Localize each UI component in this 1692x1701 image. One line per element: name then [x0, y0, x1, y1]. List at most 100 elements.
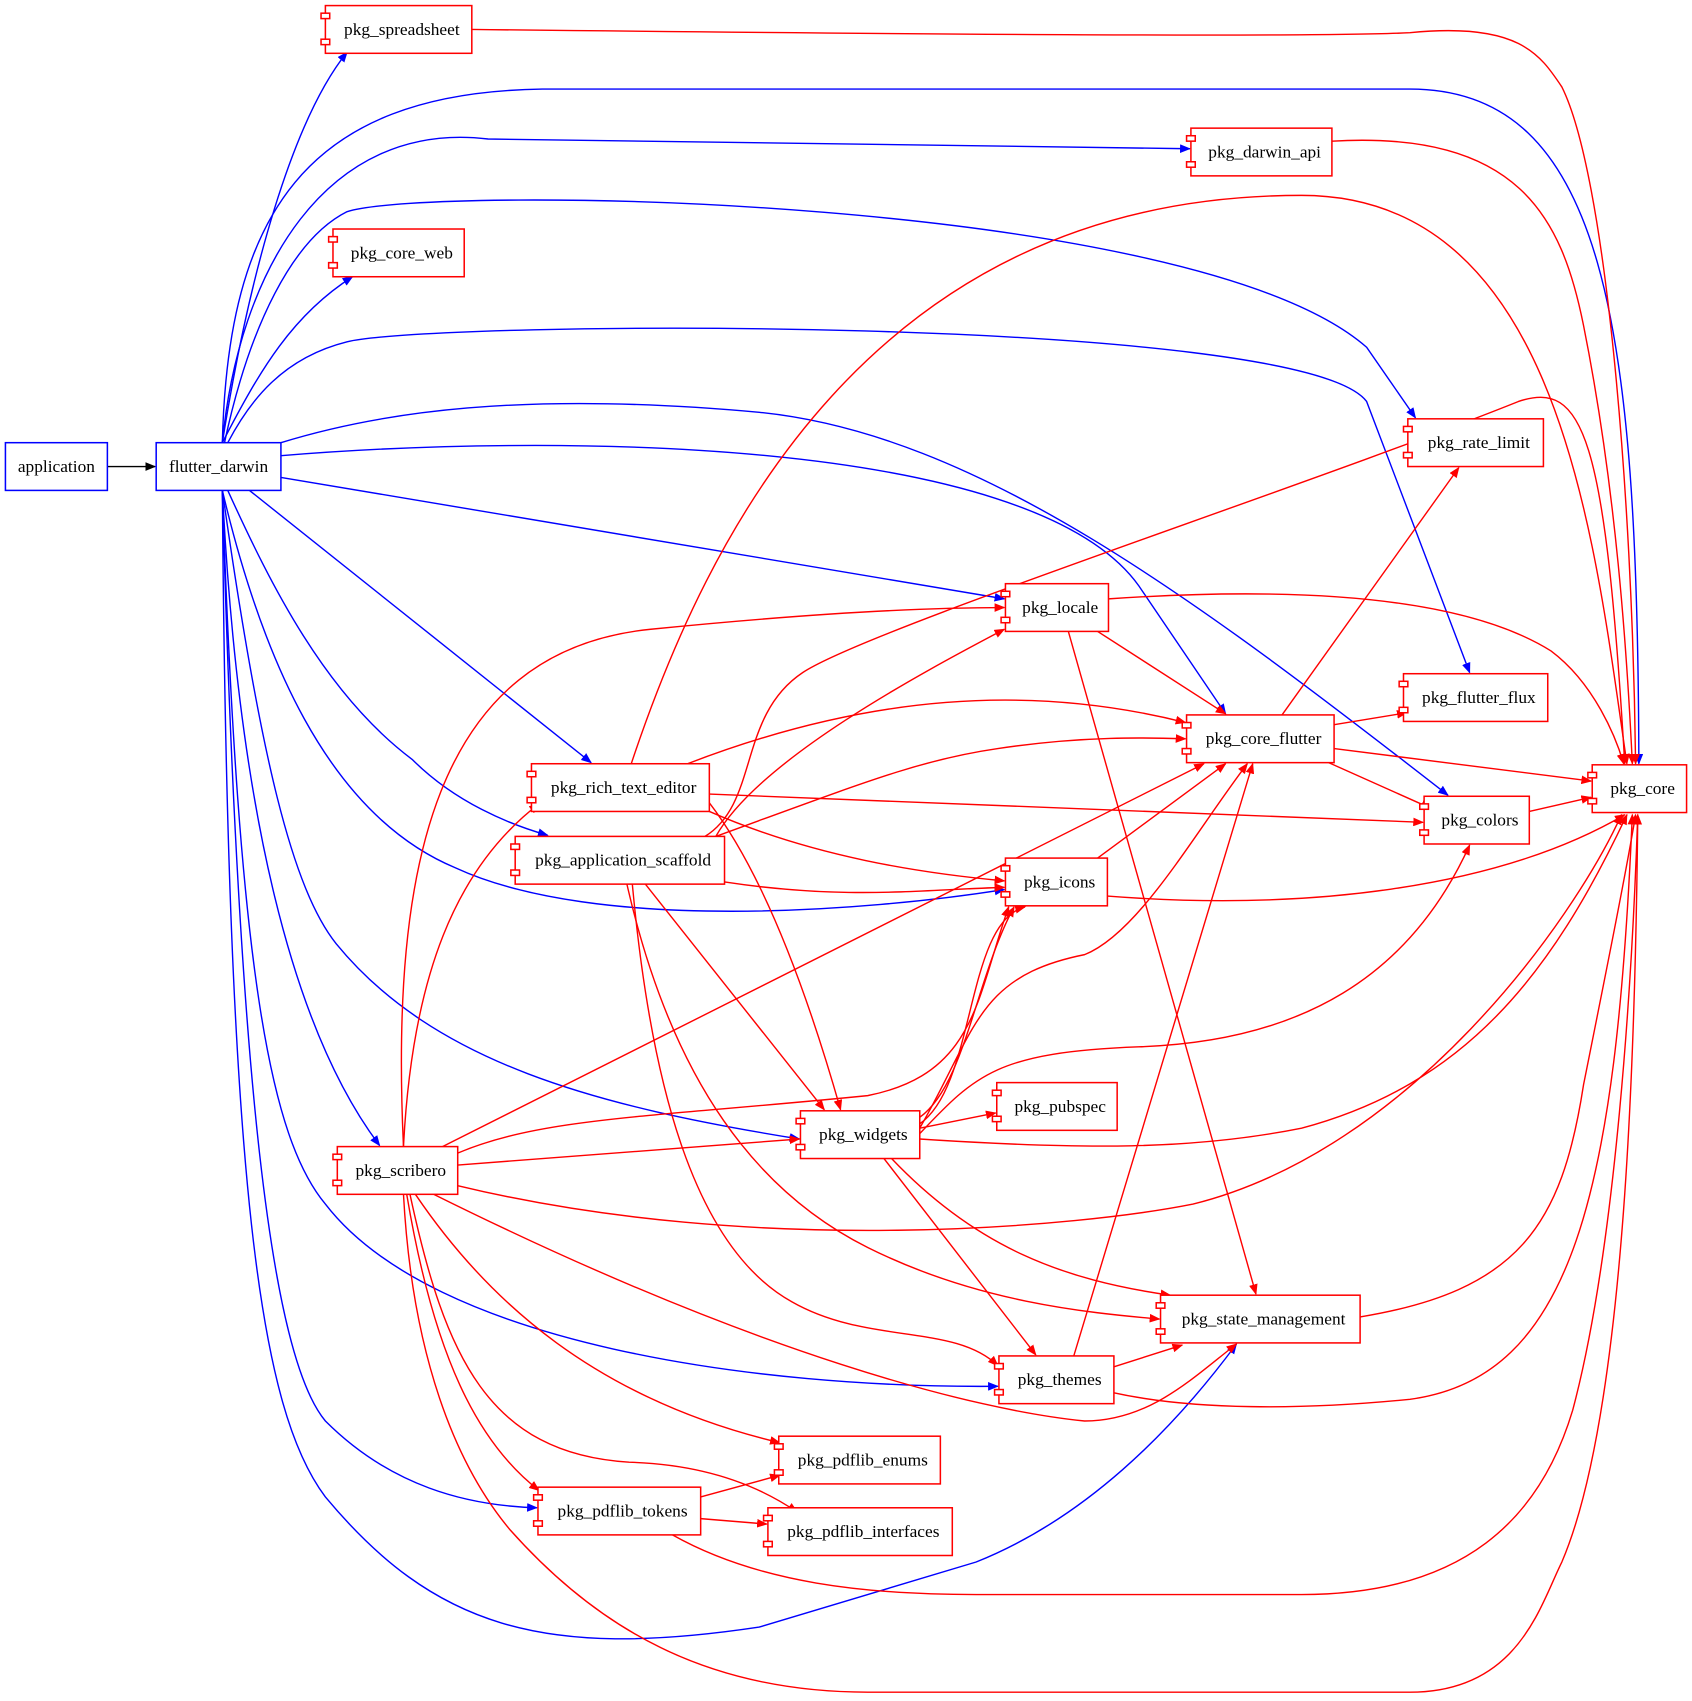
edge-pkg_widgets-pkg_colors — [919, 844, 1471, 1135]
node-pkg_rate_limit[interactable]: pkg_rate_limit — [1402, 418, 1545, 468]
component-tab-icon — [510, 869, 521, 877]
node-pkg_pdflib_tokens[interactable]: pkg_pdflib_tokens — [532, 1486, 702, 1536]
edge-flutter_darwin-pkg_core_web — [221, 276, 354, 444]
node-pkg_core_flutter[interactable]: pkg_core_flutter — [1181, 714, 1335, 764]
edge-pkg_themes-pkg_core_flutter — [1073, 762, 1255, 1357]
component-tab-icon — [1000, 890, 1011, 898]
edge-pkg_themes-pkg_core — [1113, 813, 1637, 1408]
edge-flutter_darwin-pkg_scribero — [221, 490, 381, 1147]
node-pkg_core[interactable]: pkg_core — [1587, 764, 1688, 814]
edge-pkg_pdflib_tokens-pkg_pdflib_interfaces — [700, 1517, 768, 1528]
edge-flutter_darwin-pkg_rate_limit — [223, 199, 1417, 443]
edge-pkg_scribero-pkg_icons — [457, 905, 1010, 1154]
component-tab-icon — [1398, 706, 1409, 714]
edge-flutter_darwin-pkg_spreadsheet — [221, 51, 348, 443]
component-tab-icon — [795, 1117, 806, 1125]
component-tab-icon — [1181, 721, 1192, 729]
node-pkg_icons[interactable]: pkg_icons — [1000, 857, 1109, 907]
node-box — [514, 835, 726, 885]
edge-pkg_scribero-pkg_state_management — [433, 1193, 1238, 1422]
node-pkg_scribero[interactable]: pkg_scribero — [332, 1145, 459, 1196]
component-tab-icon — [1587, 797, 1598, 805]
node-box — [1423, 795, 1531, 845]
edge-pkg_scribero-pkg_pdflib_enums — [414, 1193, 781, 1445]
component-tab-icon — [991, 1089, 1002, 1097]
edge-pkg_locale-pkg_core — [1108, 593, 1626, 765]
node-pkg_colors[interactable]: pkg_colors — [1419, 795, 1531, 845]
node-label: pkg_pdflib_enums — [798, 1450, 928, 1469]
node-box — [324, 4, 473, 55]
node-label: flutter_darwin — [169, 457, 269, 476]
edge-pkg_application_scaffold-pkg_core — [704, 396, 1629, 837]
node-label: pkg_state_management — [1182, 1309, 1346, 1328]
component-tab-icon — [526, 770, 537, 778]
node-pkg_darwin_api[interactable]: pkg_darwin_api — [1185, 127, 1333, 177]
node-label: pkg_darwin_api — [1208, 142, 1321, 161]
component-tab-icon — [773, 1469, 784, 1476]
edge-pkg_application_scaffold-pkg_state_management — [626, 883, 1161, 1323]
node-flutter_darwin[interactable]: flutter_darwin — [155, 441, 282, 492]
component-tab-icon — [1000, 864, 1011, 872]
node-label: pkg_scribero — [355, 1161, 446, 1180]
node-label: pkg_themes — [1018, 1370, 1102, 1389]
edge-flutter_darwin-pkg_pdflib_tokens — [221, 490, 538, 1512]
edge-pkg_state_management-pkg_core — [1359, 813, 1639, 1318]
component-tab-icon — [327, 235, 339, 243]
node-pkg_pubspec[interactable]: pkg_pubspec — [991, 1081, 1118, 1132]
node-pkg_pdflib_interfaces[interactable]: pkg_pdflib_interfaces — [762, 1507, 954, 1557]
edge-pkg_locale-pkg_core_flutter — [1097, 630, 1227, 715]
component-tab-icon — [1419, 829, 1430, 837]
component-tab-icon — [320, 12, 331, 20]
node-pkg_rich_text_editor[interactable]: pkg_rich_text_editor — [526, 762, 711, 813]
component-tab-icon — [795, 1143, 806, 1151]
node-label: application — [18, 457, 95, 476]
edge-pkg_scribero-pkg_core-2 — [402, 813, 1643, 1693]
edge-flutter_darwin-pkg_darwin_api — [221, 136, 1191, 443]
edge-pkg_pdflib_tokens-pkg_core — [672, 813, 1642, 1596]
node-box — [1591, 764, 1688, 814]
node-label: pkg_core_web — [351, 243, 453, 262]
component-tab-icon — [1155, 1328, 1166, 1335]
node-label: pkg_pubspec — [1014, 1097, 1106, 1116]
node-label: pkg_rate_limit — [1428, 433, 1530, 452]
component-tab-icon — [1000, 590, 1011, 598]
component-tab-icon — [993, 1388, 1005, 1396]
edge-pkg_application_scaffold-pkg_icons — [724, 881, 1006, 894]
component-tab-icon — [332, 1153, 343, 1161]
node-pkg_pdflib_enums[interactable]: pkg_pdflib_enums — [773, 1435, 942, 1485]
node-application[interactable]: application — [4, 441, 109, 492]
edge-flutter_darwin-pkg_flutter_flux — [227, 327, 1471, 674]
node-pkg_spreadsheet[interactable]: pkg_spreadsheet — [320, 4, 473, 55]
edge-pkg_application_scaffold-pkg_themes — [631, 884, 999, 1367]
component-tab-icon — [1181, 747, 1192, 755]
edge-pkg_scribero-pkg_locale — [400, 603, 1006, 1147]
node-box — [530, 762, 711, 813]
edge-pkg_widgets-pkg_core_flutter — [919, 762, 1248, 1129]
node-pkg_application_scaffold[interactable]: pkg_application_scaffold — [510, 835, 726, 885]
edge-pkg_rich_text_editor-pkg_widgets — [708, 802, 843, 1111]
component-tab-icon — [991, 1115, 1002, 1123]
node-pkg_locale[interactable]: pkg_locale — [1000, 582, 1110, 633]
component-tab-icon — [332, 1179, 343, 1187]
node-label: pkg_widgets — [819, 1125, 908, 1144]
node-pkg_themes[interactable]: pkg_themes — [993, 1355, 1115, 1405]
component-tab-icon — [327, 261, 339, 269]
component-tab-icon — [1398, 680, 1409, 688]
node-pkg_widgets[interactable]: pkg_widgets — [795, 1110, 921, 1160]
edge-pkg_rich_text_editor-pkg_core_flutter — [687, 699, 1187, 765]
node-pkg_core_web[interactable]: pkg_core_web — [327, 228, 465, 278]
node-label: pkg_core — [1610, 779, 1675, 798]
node-pkg_state_management[interactable]: pkg_state_management — [1155, 1294, 1361, 1344]
component-tab-icon — [1402, 425, 1413, 433]
edge-pkg_core_flutter-pkg_colors — [1328, 762, 1432, 809]
node-label: pkg_colors — [1441, 811, 1518, 830]
edge-flutter_darwin-pkg_widgets — [221, 490, 801, 1142]
edge-pkg_core_flutter-pkg_flutter_flux — [1333, 710, 1408, 726]
node-box — [1004, 582, 1110, 633]
node-box — [767, 1507, 954, 1557]
component-tab-icon — [1000, 616, 1011, 624]
edge-pkg_widgets-pkg_themes — [883, 1158, 1037, 1356]
node-pkg_flutter_flux[interactable]: pkg_flutter_flux — [1398, 672, 1549, 723]
edge-pkg_core_flutter-pkg_core — [1333, 747, 1593, 785]
edge-pkg_rich_text_editor-pkg_colors — [709, 793, 1425, 827]
